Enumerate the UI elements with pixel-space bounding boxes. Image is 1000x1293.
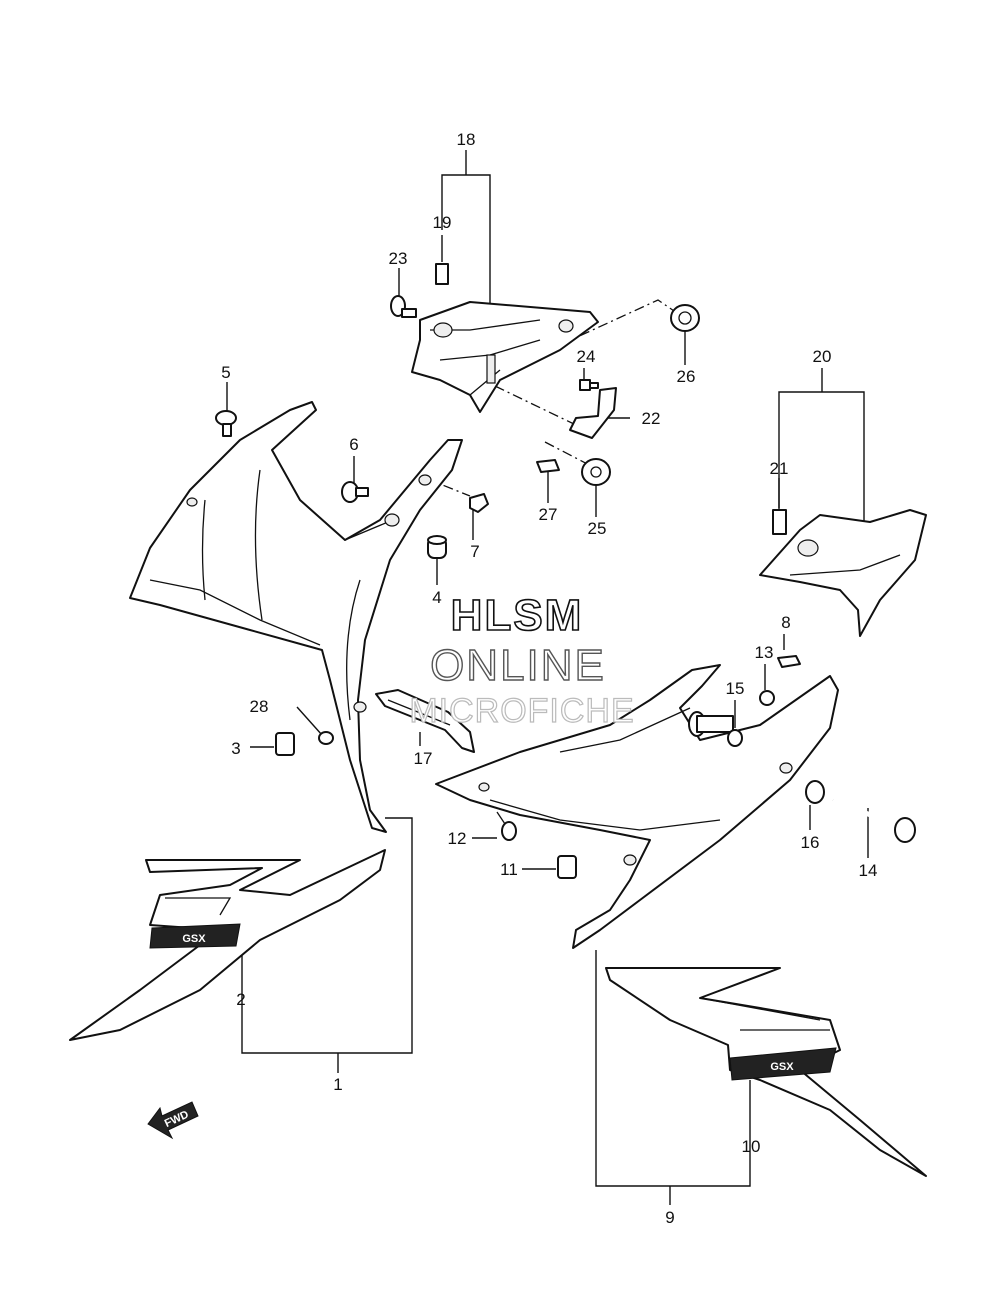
callout-labels: 18 19 23 5 6 7 4 28 3 17 12 11 2 1 24 26… — [221, 130, 877, 1227]
watermark: HLSM ONLINE MICROFICHE — [409, 590, 635, 730]
tab-19 — [435, 263, 449, 285]
decal-10: GSX — [605, 967, 927, 1177]
callout-13: 13 — [755, 643, 774, 662]
clip-27 — [536, 459, 560, 473]
fwd-label: FWD — [163, 1109, 191, 1130]
washer-16 — [805, 780, 825, 804]
screw-12 — [496, 811, 517, 841]
nut-11 — [557, 855, 577, 879]
callout-28: 28 — [250, 697, 269, 716]
callout-26: 26 — [677, 367, 696, 386]
callout-23: 23 — [389, 249, 408, 268]
screw-5 — [215, 410, 237, 437]
callout-5: 5 — [221, 363, 230, 382]
callout-18: 18 — [457, 130, 476, 149]
grommet-4 — [427, 535, 447, 559]
callout-17: 17 — [414, 749, 433, 768]
inner-panel-20 — [759, 509, 927, 637]
leader-lines — [226, 150, 869, 1205]
callout-16: 16 — [801, 833, 820, 852]
watermark-line-3: MICROFICHE — [409, 692, 634, 730]
clip-13 — [759, 690, 775, 706]
callout-22: 22 — [642, 409, 661, 428]
callout-11: 11 — [500, 860, 518, 879]
callout-4: 4 — [432, 588, 441, 607]
callout-7: 7 — [470, 542, 479, 561]
callout-24: 24 — [577, 347, 596, 366]
callout-6: 6 — [349, 435, 358, 454]
upper-cowling-1 — [129, 401, 463, 833]
tab-21 — [772, 509, 787, 535]
nut-3 — [275, 732, 295, 756]
callout-3: 3 — [231, 739, 240, 758]
tab-8 — [777, 655, 801, 668]
callout-10: 10 — [742, 1137, 761, 1156]
bolt-24 — [579, 379, 599, 391]
callout-20: 20 — [813, 347, 832, 366]
bolt-14 — [832, 797, 916, 843]
screw-28 — [318, 731, 334, 745]
nut-25 — [581, 458, 611, 486]
callout-9: 9 — [665, 1208, 674, 1227]
callout-21: 21 — [770, 459, 789, 478]
callout-12: 12 — [448, 829, 467, 848]
callout-15: 15 — [726, 679, 745, 698]
inner-cover-18 — [411, 301, 599, 413]
callout-14: 14 — [859, 861, 878, 880]
decal-2: GSX — [69, 849, 386, 1041]
clip-7 — [469, 493, 489, 513]
watermark-line-1: HLSM — [451, 591, 584, 640]
fwd-arrow: FWD — [147, 1101, 199, 1140]
screw-23 — [390, 295, 417, 318]
screw-6 — [341, 481, 369, 503]
grommet-26 — [670, 304, 700, 332]
callout-25: 25 — [588, 519, 607, 538]
decal-2-text: GSX — [182, 933, 206, 945]
callout-27: 27 — [539, 505, 558, 524]
callout-8: 8 — [781, 613, 790, 632]
decal-10-text: GSX — [770, 1061, 794, 1073]
callout-19: 19 — [433, 213, 452, 232]
watermark-line-2: ONLINE — [430, 641, 606, 690]
duct-17 — [375, 689, 475, 753]
bracket-22 — [569, 387, 617, 439]
callout-1: 1 — [333, 1075, 342, 1094]
collar-15 — [688, 711, 743, 747]
callout-2: 2 — [236, 990, 245, 1009]
